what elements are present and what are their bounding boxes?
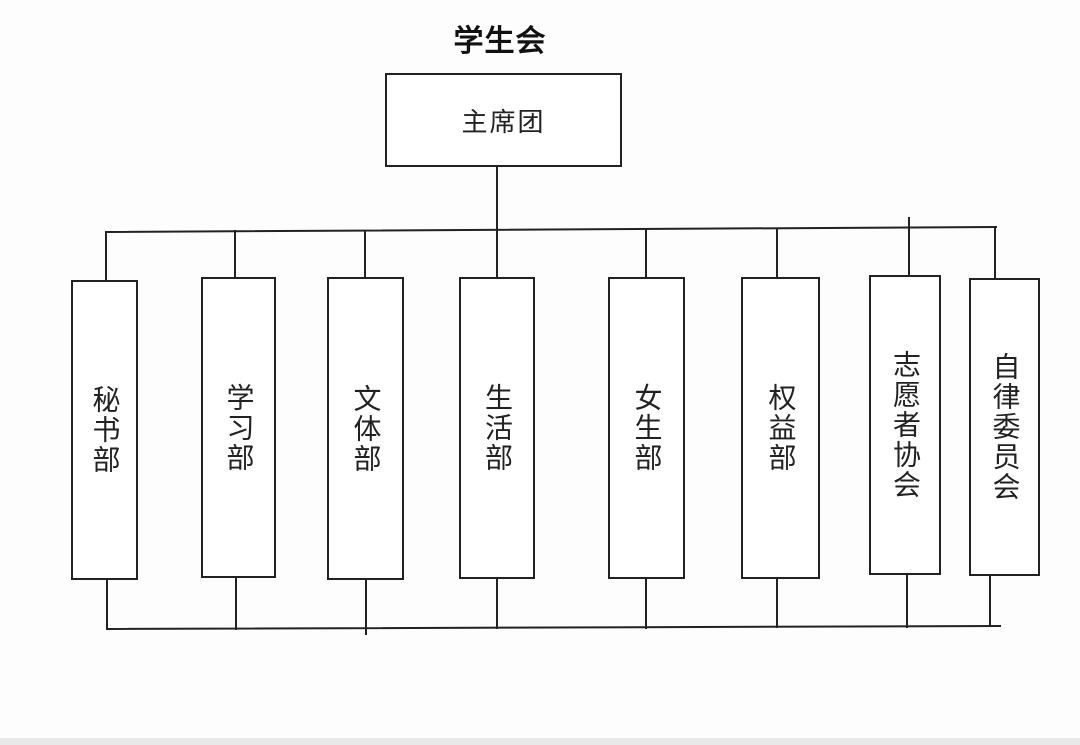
department-box: 女生部: [608, 277, 685, 579]
department-label: 自律委员会: [988, 352, 1022, 502]
department-box: 学习部: [201, 277, 276, 578]
department-box: 自律委员会: [969, 278, 1040, 576]
top-bus-line: [104, 225, 998, 234]
department-box: 权益部: [741, 277, 820, 579]
department-box: 秘书部: [71, 280, 138, 580]
page-bottom-edge: [0, 738, 1080, 745]
chart-title: 学生会: [453, 24, 547, 59]
root-label: 主席团: [461, 107, 546, 138]
department-box: 志愿者协会: [869, 275, 941, 575]
department-box: 文体部: [327, 277, 404, 580]
department-label: 生活部: [481, 383, 514, 473]
department-label: 文体部: [349, 383, 383, 474]
department-label: 学习部: [222, 382, 256, 473]
root-box: 主席团: [385, 73, 622, 167]
department-label: 权益部: [764, 383, 798, 473]
department-label: 女生部: [630, 383, 664, 473]
bottom-bus-line: [105, 624, 1002, 631]
department-label: 秘书部: [88, 385, 122, 475]
department-label: 志愿者协会: [889, 350, 922, 500]
department-box: 生活部: [459, 277, 535, 579]
